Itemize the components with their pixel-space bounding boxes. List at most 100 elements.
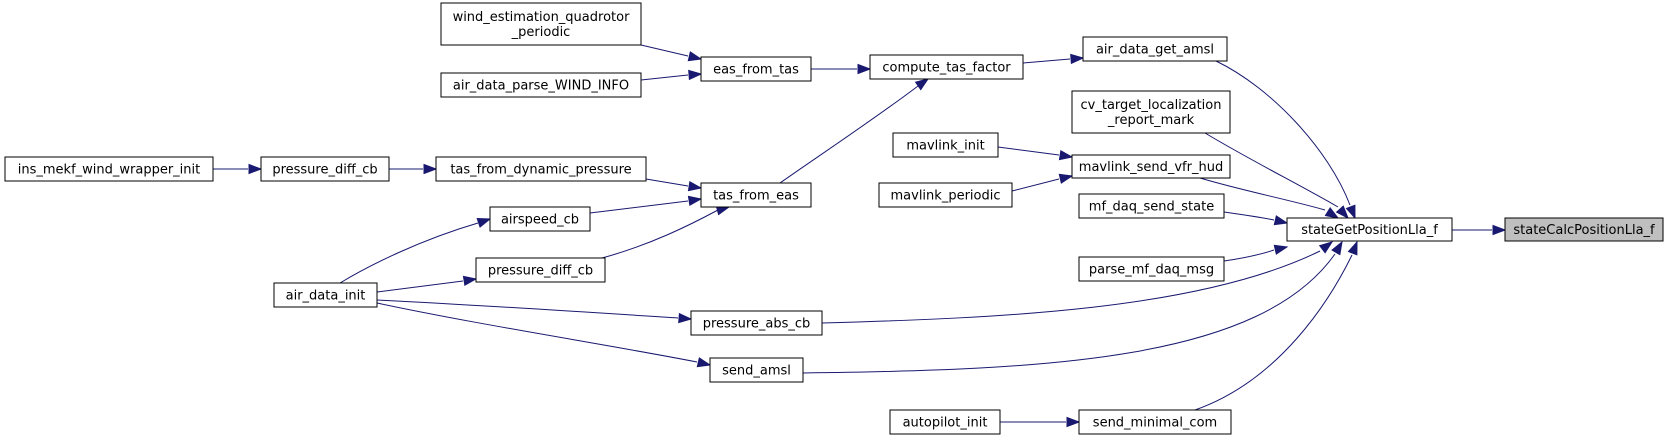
node-ins-mekf[interactable]: ins_mekf_wind_wrapper_init [4, 156, 214, 182]
arrowhead-icon [1335, 205, 1349, 220]
edge-cv_target-to-state_get [1204, 132, 1349, 220]
edge-line [601, 209, 719, 259]
node-box [892, 132, 999, 158]
edge-layer [213, 44, 1507, 428]
arrowhead-icon [687, 195, 703, 207]
edge-line [821, 250, 1321, 324]
node-mav-send-vfr[interactable]: mavlink_send_vfr_hud [1071, 154, 1231, 179]
edge-air_init-to-press_diff_b [376, 275, 478, 293]
node-send-min[interactable]: send_minimal_com [1078, 409, 1232, 435]
edge-eas_from_tas-to-compute_tas [811, 63, 872, 75]
node-send-amsl[interactable]: send_amsl [709, 357, 804, 383]
edge-line [339, 222, 479, 284]
edge-airspeed_cb-to-tas_from_eas [589, 195, 703, 214]
arrowhead-icon [1318, 241, 1334, 254]
node-state-calc[interactable]: stateCalcPositionLla_f [1504, 217, 1664, 242]
arrowhead-icon [687, 180, 703, 192]
arrowhead-icon [1273, 244, 1289, 255]
node-autopilot-init[interactable]: autopilot_init [889, 409, 1001, 435]
arrowhead-icon [1070, 53, 1085, 65]
node-box [1504, 217, 1664, 242]
node-air-get-amsl[interactable]: air_data_get_amsl [1082, 36, 1228, 62]
node-mf-send-state[interactable]: mf_daq_send_state [1078, 193, 1225, 219]
node-label: wind_estimation_quadrotor [453, 10, 631, 25]
node-air-parse-wind[interactable]: air_data_parse_WIND_INFO [440, 72, 642, 98]
node-airspeed-cb[interactable]: airspeed_cb [489, 206, 591, 232]
edge-tas_from_dyn-to-tas_from_eas [645, 178, 703, 192]
arrowhead-icon [1273, 215, 1289, 226]
node-box [260, 156, 390, 182]
arrowhead-icon [678, 312, 693, 324]
edge-air_init-to-send_amsl [376, 302, 712, 368]
node-air-init[interactable]: air_data_init [273, 282, 378, 308]
node-label: autopilot_init [903, 416, 988, 431]
edge-line [645, 178, 689, 187]
arrowhead-icon [1058, 149, 1074, 161]
edge-mav_send_vfr-to-state_get [1199, 177, 1340, 219]
node-label: mavlink_send_vfr_hud [1079, 160, 1223, 175]
node-box [1071, 90, 1231, 134]
arrowhead-icon [1347, 240, 1358, 256]
node-wind-est[interactable]: wind_estimation_quadrotor_periodic [440, 2, 642, 46]
node-box [889, 409, 1001, 435]
node-tas-from-eas[interactable]: tas_from_eas [700, 182, 812, 208]
node-label: mavlink_periodic [891, 189, 1001, 204]
edge-compute_tas-to-air_get_amsl [1022, 53, 1085, 65]
node-box [1082, 36, 1228, 62]
arrowhead-icon [1331, 240, 1343, 256]
node-press-abs[interactable]: pressure_abs_cb [690, 310, 823, 336]
node-mav-periodic[interactable]: mavlink_periodic [878, 182, 1013, 208]
edge-press_diff_a-to-tas_from_dyn [389, 163, 438, 175]
node-press-diff-b[interactable]: pressure_diff_cb [475, 257, 606, 283]
node-compute-tas[interactable]: compute_tas_factor [869, 54, 1024, 80]
node-parse-mf[interactable]: parse_mf_daq_msg [1078, 256, 1225, 282]
edge-line [640, 74, 689, 81]
node-label: cv_target_localization [1081, 98, 1222, 113]
node-label: send_minimal_com [1093, 416, 1217, 431]
node-label: air_data_parse_WIND_INFO [453, 79, 629, 94]
node-box [1078, 193, 1225, 219]
edge-line [376, 299, 679, 319]
node-label: eas_from_tas [713, 63, 799, 78]
node-label: air_data_init [286, 289, 366, 304]
node-state-get[interactable]: stateGetPositionLla_f [1286, 217, 1453, 242]
node-label: ins_mekf_wind_wrapper_init [18, 163, 200, 178]
node-label: pressure_diff_cb [488, 264, 593, 279]
node-box [690, 310, 823, 336]
arrowhead-icon [696, 357, 712, 368]
node-box [4, 156, 214, 182]
edge-line [1204, 132, 1339, 208]
edge-line [1199, 177, 1326, 211]
edge-line [1223, 249, 1275, 262]
edge-line [589, 200, 689, 214]
edge-line [1215, 60, 1351, 206]
node-box [440, 72, 642, 98]
edge-mav_periodic-to-mav_send_vfr [1011, 173, 1074, 192]
node-box [700, 56, 812, 82]
edge-line [997, 146, 1060, 156]
node-box [273, 282, 378, 308]
edge-mf_send_state-to-state_get [1223, 211, 1289, 226]
node-label: tas_from_eas [713, 189, 799, 204]
node-label: stateGetPositionLla_f [1301, 223, 1438, 238]
arrowhead-icon [1345, 204, 1356, 220]
node-box [1078, 256, 1225, 282]
edge-ins_mekf-to-press_diff_a [213, 163, 263, 175]
node-cv-target[interactable]: cv_target_localization_report_mark [1071, 90, 1231, 134]
node-label: airspeed_cb [501, 213, 579, 228]
node-eas-from-tas[interactable]: eas_from_tas [700, 56, 812, 82]
edge-wind_est-to-eas_from_tas [640, 44, 703, 62]
node-box [1286, 217, 1453, 242]
node-mav-init[interactable]: mavlink_init [892, 132, 999, 158]
arrowhead-icon [1492, 224, 1507, 236]
edge-line [1194, 254, 1353, 411]
edge-line [376, 280, 464, 293]
node-press-diff-a[interactable]: pressure_diff_cb [260, 156, 390, 182]
node-box [700, 182, 812, 208]
node-box [869, 54, 1024, 80]
node-tas-from-dyn[interactable]: tas_from_dynamic_pressure [435, 156, 647, 182]
edge-line [779, 85, 919, 184]
node-label: mavlink_init [906, 139, 984, 154]
node-box [878, 182, 1013, 208]
